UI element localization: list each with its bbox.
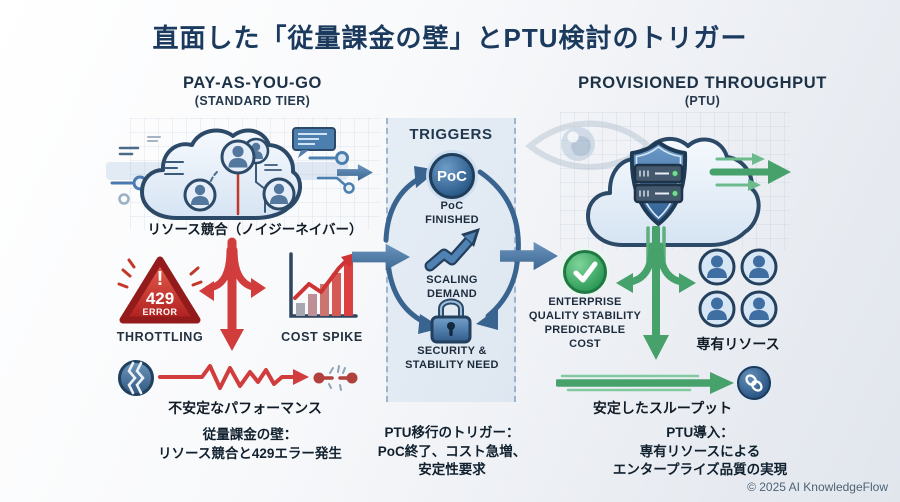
red-split-arrows-icon <box>199 237 266 351</box>
copyright-text: © 2025 AI KnowledgeFlow <box>747 480 888 494</box>
speech-bubble-icon <box>292 127 336 158</box>
zigzag-line-icon <box>158 364 309 390</box>
cycle-arrows-icon <box>383 166 521 334</box>
enterprise-caption: ENTERPRISE QUALITY STABILITY <box>528 296 642 322</box>
predictable-cost-caption: PREDICTABLE COST <box>544 324 626 350</box>
trend-up-icon <box>424 228 480 272</box>
chain-link-glyph <box>745 374 763 392</box>
error-code: 429 <box>146 289 174 308</box>
user-icon <box>183 137 296 212</box>
poc-badge-text: PoC <box>437 167 467 185</box>
center-summary: PTU移行のトリガー： PoC終了、コスト急増、 安定性要求 <box>377 425 527 478</box>
shield-server-cloud-icon <box>586 136 791 247</box>
broken-link-icon <box>313 365 358 391</box>
circuit-decor-right <box>308 151 355 194</box>
error-word: ERROR <box>142 307 177 317</box>
left-summary: 従量課金の壁： リソース競合と429エラー発生 <box>158 427 342 461</box>
left-column-subheading: (STANDARD TIER) <box>194 94 311 108</box>
poc-finished-caption: PoC FINISHED <box>425 200 479 226</box>
security-need-caption: SECURITY & STABILITY NEED <box>405 345 499 371</box>
left-column-heading: PAY-AS-YOU-GO <box>183 74 322 92</box>
throttling-caption: THROTTLING <box>116 330 204 344</box>
right-column-heading: PROVISIONED THROUGHPUT <box>578 74 827 92</box>
right-summary: PTU導入： 専有リソースによる エンタープライズ品質の実現 <box>612 425 788 478</box>
cloud-caption: リソース競合（ノイジーネイバー） <box>147 222 363 237</box>
checkmark-glyph <box>573 261 598 283</box>
green-split-arrows-icon <box>616 226 696 360</box>
green-output-arrows-icon <box>709 153 791 191</box>
server-icon <box>633 163 684 204</box>
check-circle-icon <box>563 250 607 294</box>
cloud-users-icon <box>110 127 355 220</box>
cost-spike-chart-icon <box>289 252 358 318</box>
emphasis-marks <box>117 258 203 289</box>
dedicated-resources-caption: 専有リソース <box>696 336 780 352</box>
eye-watermark-icon <box>525 120 653 170</box>
cost-spike-caption: COST SPIKE <box>281 330 363 344</box>
dedicated-users-icon <box>698 248 778 328</box>
throughput-arrow-icon <box>556 372 734 394</box>
right-column-subheading: (PTU) <box>684 94 721 108</box>
poc-badge: PoC <box>429 153 475 199</box>
page-title: 直面した「従量課金の壁」とPTU検討のトリガー <box>152 23 748 53</box>
triggers-heading: TRIGGERS <box>409 126 493 143</box>
unstable-caption: 不安定なパフォーマンス <box>168 400 322 416</box>
lock-icon <box>430 298 472 344</box>
warning-triangle-icon: ! 429 ERROR <box>117 256 203 324</box>
error-exclamation: ! <box>157 268 164 290</box>
scaling-demand-caption: SCALING DEMAND <box>426 274 478 300</box>
spark-marks <box>328 365 346 391</box>
broken-circle-icon <box>118 360 154 396</box>
user-icon <box>698 248 778 328</box>
link-circle-icon <box>737 366 771 400</box>
throughput-caption: 安定したスループット <box>592 400 733 416</box>
